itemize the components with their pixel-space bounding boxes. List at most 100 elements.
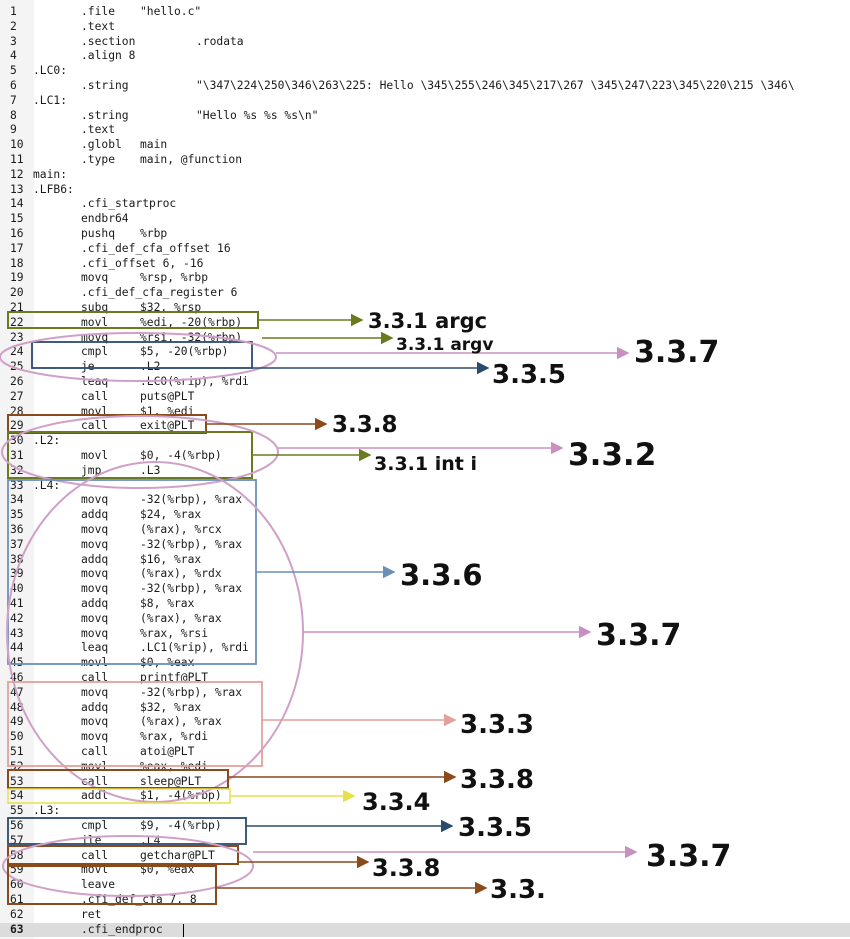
line-number: 10 — [10, 138, 24, 152]
line-number: 15 — [10, 212, 24, 226]
code-label: .LFB6: — [33, 182, 74, 196]
line-number: 41 — [10, 597, 24, 610]
code-line-30[interactable]: 30.L2: — [0, 434, 850, 449]
code-line-14[interactable]: 14.cfi_startproc — [0, 197, 850, 212]
line-number: 25 — [10, 360, 24, 374]
code-line-6[interactable]: 6.string"\347\224\250\346\263\225: Hello… — [0, 79, 850, 94]
code-line-4[interactable]: 4.align 8 — [0, 49, 850, 64]
line-number: 33 — [10, 478, 24, 492]
code-line-9[interactable]: 9.text — [0, 123, 850, 138]
code-line-8[interactable]: 8.string"Hello %s %s %s\n" — [0, 109, 850, 124]
code-operand: exit@PLT — [140, 419, 195, 433]
code-instruction: addl — [81, 789, 109, 803]
code-line-13[interactable]: 13.LFB6: — [0, 183, 850, 198]
line-number: 14 — [10, 197, 24, 211]
code-line-46[interactable]: 46 call printf@PLT — [0, 671, 850, 686]
code-operand: %rbp — [140, 227, 168, 240]
line-number: 46 — [10, 671, 24, 684]
code-operand: getchar@PLT — [140, 848, 215, 862]
line-number: 45 — [10, 656, 24, 670]
code-line-33[interactable]: 33 .L4: — [0, 479, 850, 494]
code-line-1[interactable]: 1.file"hello.c" — [0, 5, 850, 20]
code-line-20[interactable]: 20.cfi_def_cfa_register 6 — [0, 286, 850, 301]
code-operand: $5, -20(%rbp) — [140, 345, 229, 359]
code-line-2[interactable]: 2.text — [0, 20, 850, 35]
line-number: 31 — [10, 449, 24, 462]
code-instruction: movq — [81, 523, 109, 536]
code-line-7[interactable]: 7.LC1: — [0, 94, 850, 109]
code-line-55[interactable]: 55.L3: — [0, 804, 850, 819]
code-instruction: .string — [81, 108, 129, 122]
code-line-5[interactable]: 5.LC0: — [0, 64, 850, 79]
code-operand: -32(%rbp), %rax — [140, 685, 243, 699]
code-line-63[interactable]: 63.cfi_endproc — [0, 922, 850, 938]
code-instruction: call — [81, 774, 109, 788]
code-instruction: movq — [81, 730, 109, 744]
code-instruction: addq — [81, 552, 109, 566]
code-instruction: .cfi_endproc — [81, 922, 163, 936]
code-line-17[interactable]: 17.cfi_def_cfa_offset 16 — [0, 242, 850, 257]
code-operand: (%rax), %rax — [140, 611, 222, 625]
line-number: 28 — [10, 404, 24, 418]
code-line-18[interactable]: 18.cfi_offset 6, -16 — [0, 257, 850, 272]
code-line-3[interactable]: 3.section.rodata — [0, 35, 850, 50]
code-label: .L3: — [33, 804, 61, 818]
line-number: 53 — [10, 774, 24, 788]
line-number: 24 — [10, 345, 24, 359]
code-operand: %rax, %rdi — [140, 730, 209, 744]
code-line-61[interactable]: 61.cfi_def_cfa 7, 8 — [0, 893, 850, 908]
code-operand: %eax, %edi — [140, 759, 209, 773]
code-instruction: .globl — [81, 138, 122, 152]
code-instruction: call — [81, 671, 109, 684]
code-label: .L4: — [33, 478, 61, 492]
code-instruction: leave — [81, 878, 116, 892]
line-number: 18 — [10, 256, 24, 270]
code-operand: printf@PLT — [140, 671, 209, 684]
line-number: 27 — [10, 389, 24, 403]
